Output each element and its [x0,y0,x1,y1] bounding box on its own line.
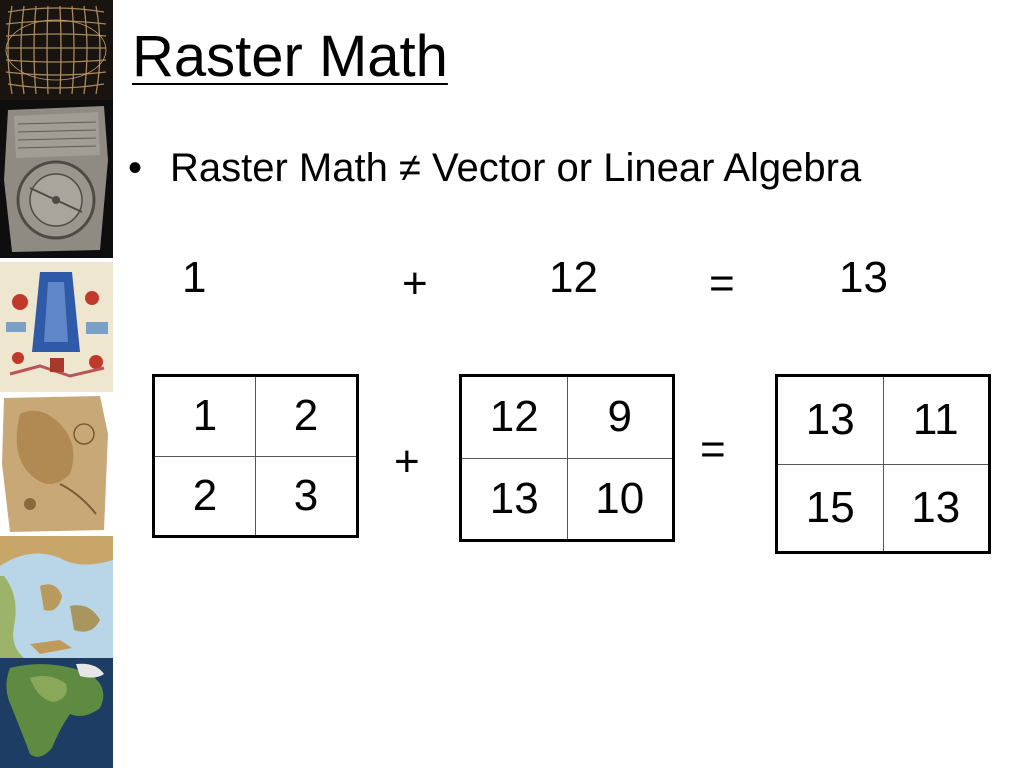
grid-cell: 13 [776,375,884,465]
grid-map-icon [0,0,113,100]
grid-cell: 3 [255,455,358,537]
bullet-text: Raster Math ≠ Vector or Linear Algebra [170,146,862,190]
grid-cell: 9 [566,375,674,459]
scalar-result: 13 [839,253,888,302]
bullet-dot: • [128,146,143,190]
middle-raster-grid: 12 9 13 10 [459,374,675,542]
left-raster-grid: 1 2 2 3 [152,374,359,538]
right-raster-grid: 13 11 15 13 [775,374,991,554]
scalar-plus: + [402,259,428,308]
table-row: 13 11 [776,375,990,465]
grid-cell: 1 [153,375,256,457]
table-row: 15 13 [776,463,990,553]
slide-title: Raster Math [132,24,448,89]
table-row: 2 3 [153,455,358,537]
globe-map-icon [0,658,113,768]
grid-cell: 11 [882,375,990,465]
grid-cell: 15 [776,463,884,553]
grid-cell: 12 [460,375,568,459]
grid-cell: 10 [566,457,674,541]
grid-cell: 2 [153,455,256,537]
clay-tablet-map-icon [0,100,113,258]
scalar-b: 12 [549,253,598,302]
grid-cell: 2 [255,375,358,457]
table-row: 12 9 [460,375,674,459]
table-row: 13 10 [460,457,674,541]
grid-cell: 13 [460,457,568,541]
relief-map-icon [0,536,113,658]
medieval-map-icon [0,262,113,392]
scalar-a: 1 [182,253,207,302]
parchment-map-icon [0,394,113,534]
image-strip [0,0,113,768]
matrix-equals: = [700,425,726,474]
grid-cell: 13 [882,463,990,553]
matrix-plus: + [394,437,420,486]
scalar-equals: = [709,259,735,308]
bullet-item: • Raster Math ≠ Vector or Linear Algebra [128,148,861,188]
table-row: 1 2 [153,375,358,457]
